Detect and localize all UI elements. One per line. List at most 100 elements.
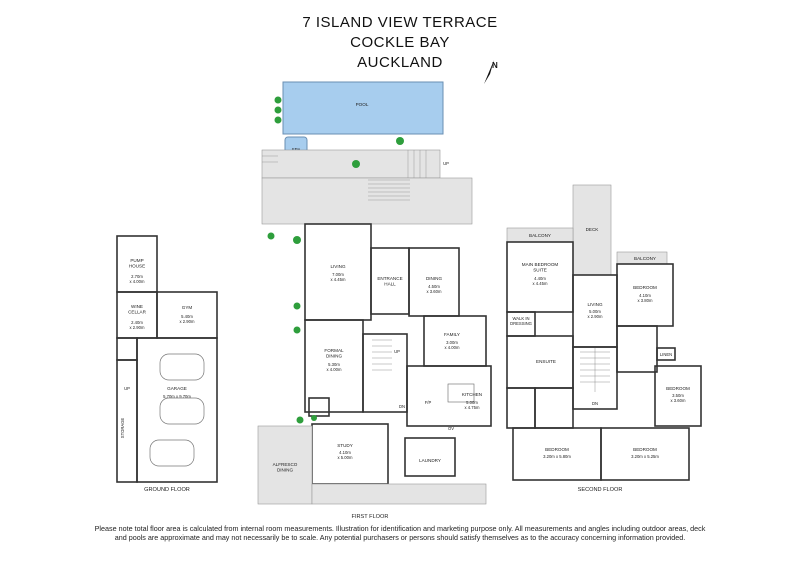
tree-icon <box>293 236 301 244</box>
deck-stairs <box>262 150 427 201</box>
wine-cellar <box>116 291 158 339</box>
second-bath-2 <box>506 387 536 429</box>
bedroom-e-name: BEDROOM <box>666 386 690 391</box>
balcony-left-name: BALCONY <box>529 233 551 238</box>
dining <box>408 247 460 317</box>
ground-floor-label: GROUND FLOOR <box>144 487 190 493</box>
bedroom-se <box>600 427 690 481</box>
study-name: STUDY <box>337 443 353 448</box>
gym-name: GYM <box>182 305 193 310</box>
linen <box>656 347 676 361</box>
bedroom-se-dim: 3.20m x 5.25m <box>631 454 659 459</box>
bedroom-sw-dim: 3.20m x 5.80m <box>543 454 571 459</box>
alfresco-dining <box>257 425 313 505</box>
garage-name: GARAGE <box>167 386 187 391</box>
tree-icon <box>274 116 282 124</box>
living-1-name: LIVING <box>330 264 345 269</box>
deck-up-label: UP <box>443 161 449 166</box>
first-terrace <box>311 483 487 505</box>
tree-icons <box>267 96 404 424</box>
first-stair-hall <box>362 333 408 413</box>
bedroom-sw-name: BEDROOM <box>545 447 569 452</box>
second-dn-label: DN <box>592 401 598 406</box>
linen-name: LINEN <box>660 352 672 357</box>
oven-label: OV <box>448 426 454 431</box>
second-stair-hall <box>572 346 618 410</box>
garage-up-label: UP <box>124 386 130 391</box>
lower-deck <box>261 177 473 225</box>
tree-icon <box>274 106 282 114</box>
north-label: N <box>492 61 498 70</box>
fireplace-label: F/P <box>425 400 432 405</box>
address-line-2: COCKLE BAY <box>350 34 450 51</box>
pool <box>282 81 444 135</box>
first-up-label: UP <box>394 349 400 354</box>
dining-name: DINING <box>426 276 443 281</box>
first-floor-label: FIRST FLOOR <box>352 514 389 520</box>
kitchen-island <box>447 383 475 403</box>
tree-icon <box>396 137 404 145</box>
bedroom-nw-name: BEDROOM <box>633 285 657 290</box>
ensuite-name: ENSUITE <box>536 359 556 364</box>
car-icon <box>149 439 195 467</box>
kitchen-name: KITCHEN <box>462 392 482 397</box>
family-name: FAMILY <box>444 332 460 337</box>
kitchen <box>406 365 492 427</box>
address-line-1: 7 ISLAND VIEW TERRACE <box>302 14 498 31</box>
pool-label: POOL <box>356 102 369 107</box>
first-dn-label: DN <box>399 404 405 409</box>
first-wc <box>308 397 330 417</box>
north-arrow-shape <box>484 60 494 84</box>
tree-icon <box>293 326 301 334</box>
disclaimer-text: Please note total floor area is calculat… <box>94 524 706 542</box>
spa-label: SPA <box>292 147 302 152</box>
deck-2 <box>572 184 612 276</box>
tree-icon <box>293 302 301 310</box>
laundry-name: LAUNDRY <box>419 458 441 463</box>
car-icons <box>149 353 205 467</box>
tree-icon <box>274 96 282 104</box>
car-icon <box>159 353 205 381</box>
bedroom-e <box>654 365 702 427</box>
tree-icon <box>352 160 360 168</box>
tree-icon <box>311 415 317 421</box>
tree-icon <box>296 416 304 424</box>
first-stairs <box>372 339 392 371</box>
deck-2-name: DECK <box>586 227 600 232</box>
laundry <box>404 437 456 477</box>
car-icon <box>159 397 205 425</box>
balcony-right-name: BALCONY <box>634 256 656 261</box>
storage-label: STORAGE <box>120 418 125 439</box>
garage-dim: 5.70m x 9.70m <box>163 394 191 399</box>
second-floor-label: SECOND FLOOR <box>578 487 623 493</box>
garage <box>136 337 218 483</box>
bedroom-se-name: BEDROOM <box>633 447 657 452</box>
living-2-name: LIVING <box>587 302 602 307</box>
address-line-3: AUCKLAND <box>357 54 443 71</box>
second-stairs <box>580 348 610 392</box>
north-arrow-icon: N <box>484 60 498 84</box>
ground-wc <box>116 337 138 361</box>
